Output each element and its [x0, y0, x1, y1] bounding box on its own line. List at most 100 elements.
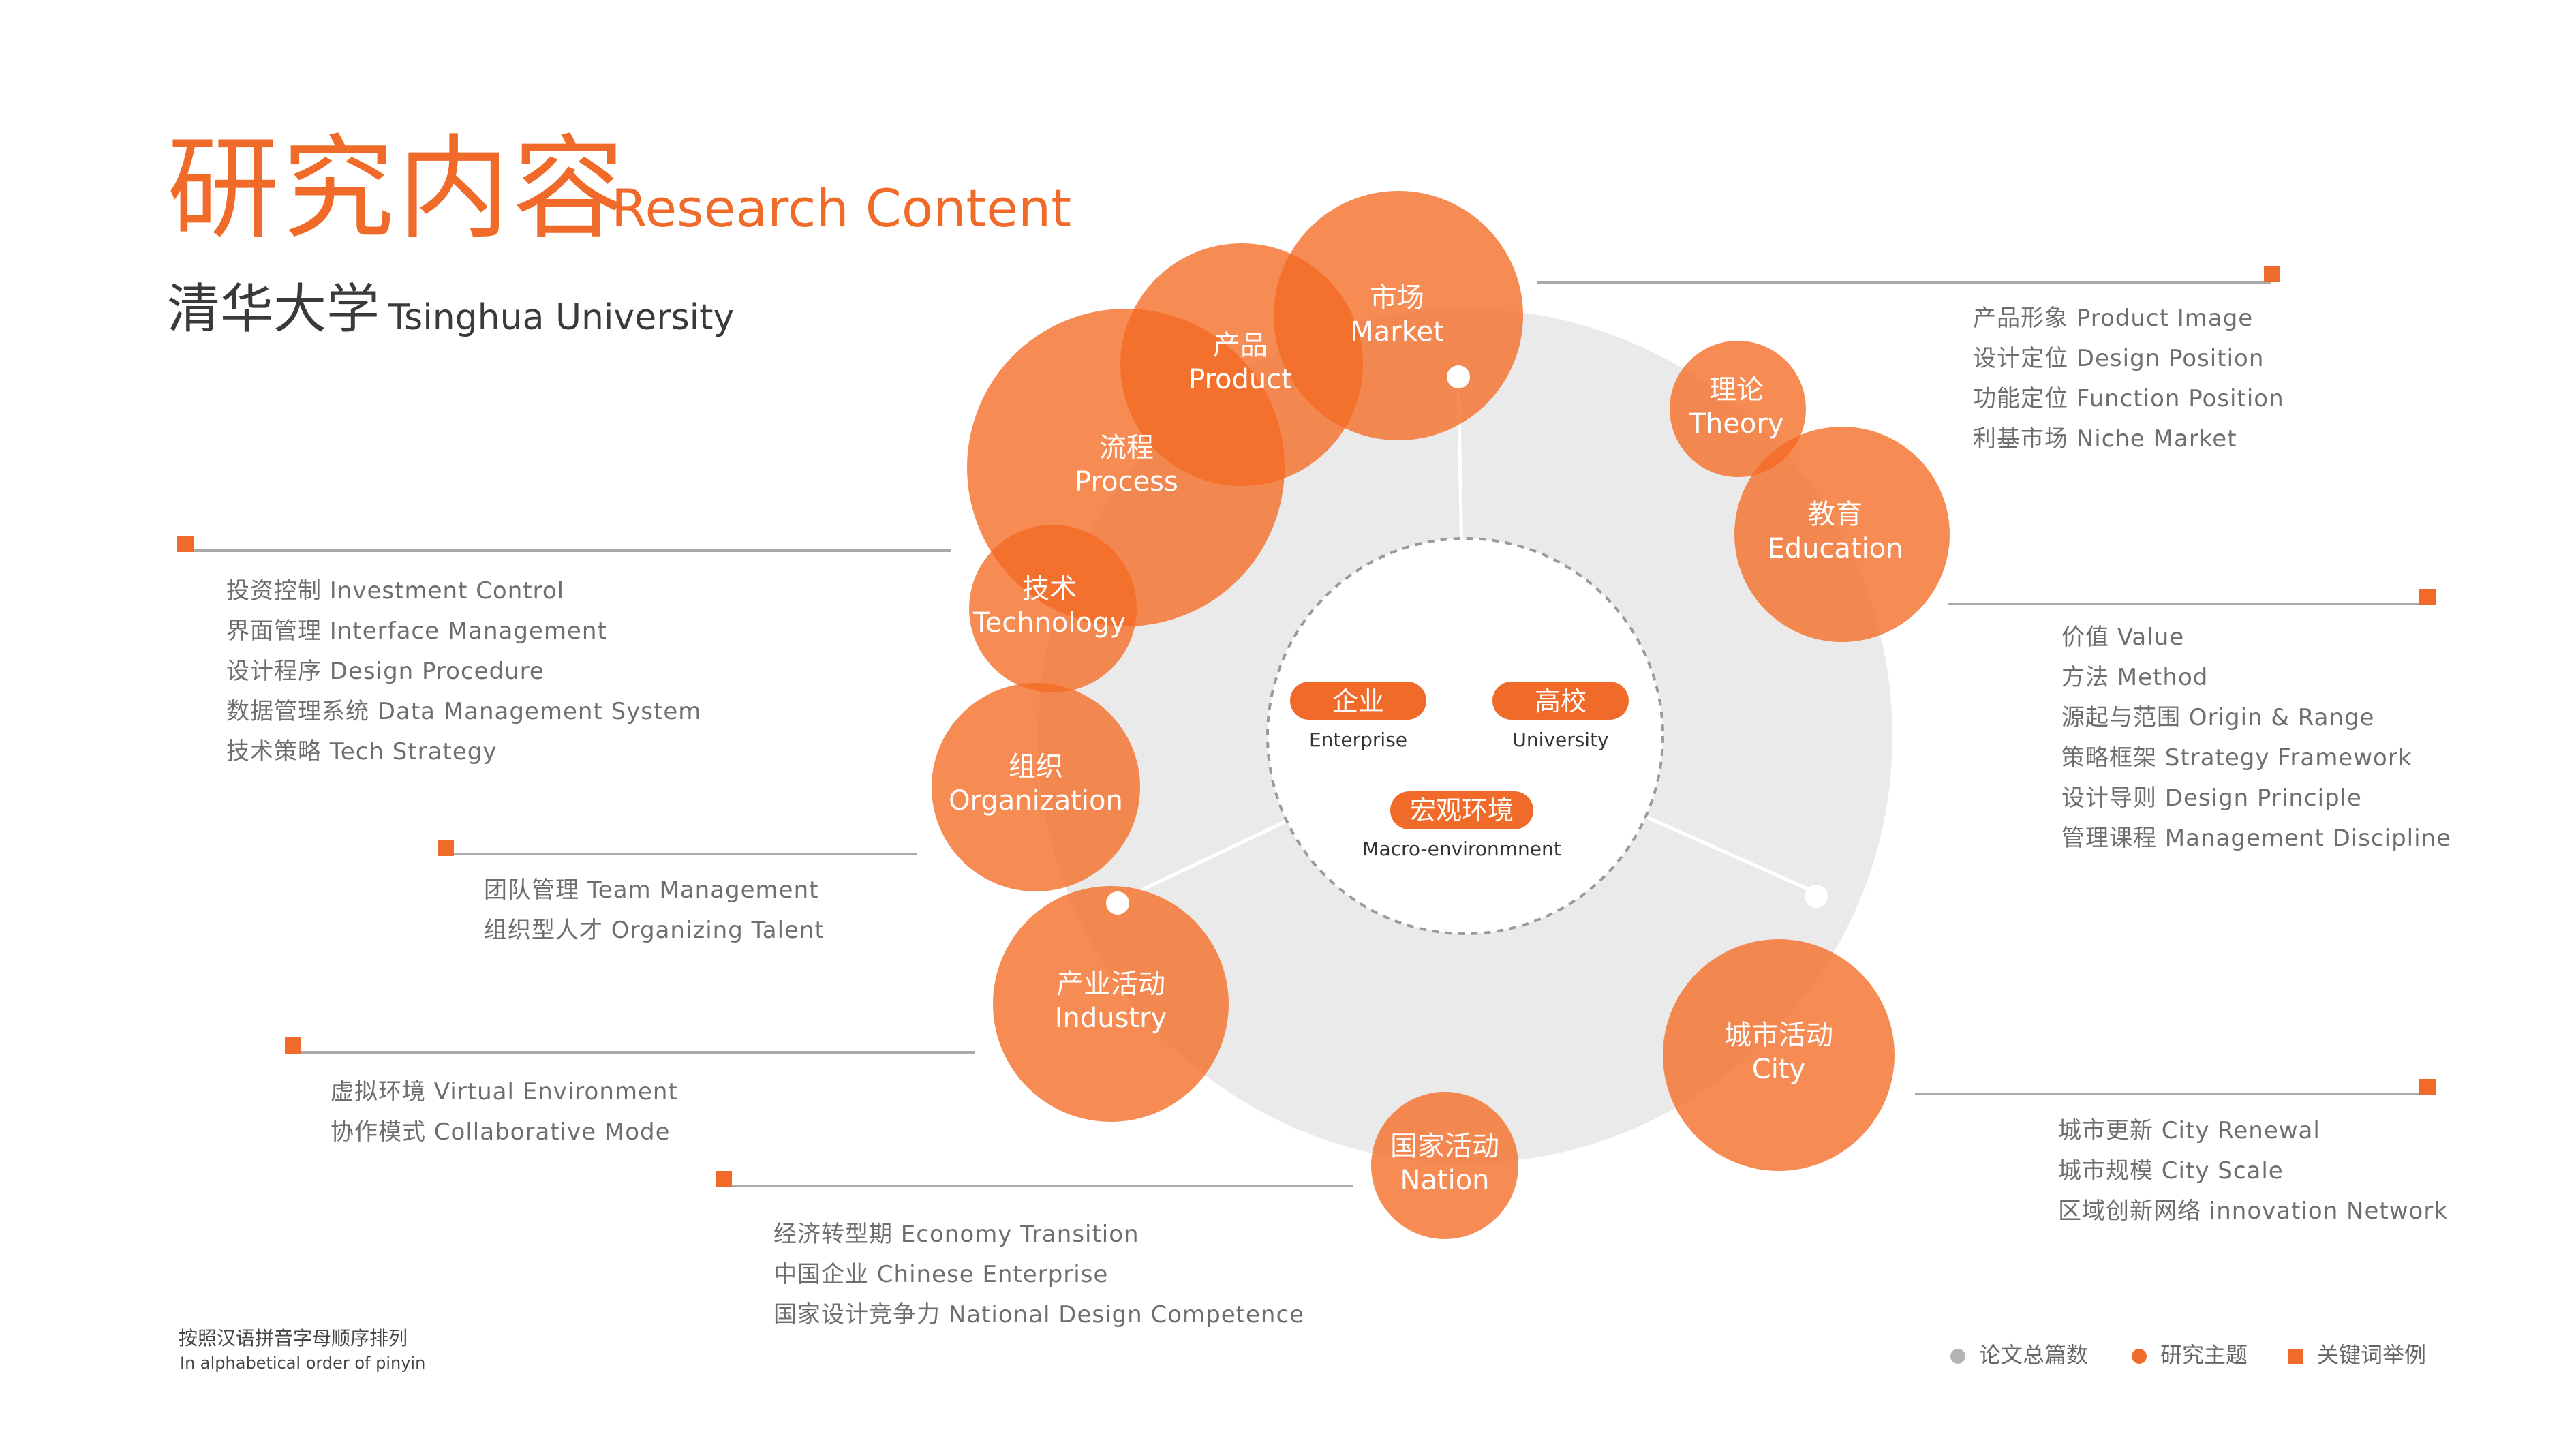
- sort-note-chinese: 按照汉语拼音字母顺序排列: [179, 1327, 408, 1349]
- bubble-label-cn: 城市活动: [1724, 1020, 1833, 1051]
- bubble-label-en: Industry: [1055, 1003, 1167, 1034]
- bubble-label-en: Theory: [1689, 408, 1784, 440]
- keyword-item: 区域创新网络 innovation Network: [2058, 1198, 2449, 1225]
- pill-university: [1492, 682, 1629, 720]
- gray-dot-icon: [1950, 1349, 1965, 1364]
- node-top: [1447, 365, 1470, 388]
- bubble-labels: 市场 Market 产品 Product 流程 Process 技术 Techn…: [949, 282, 1903, 1196]
- node-right: [1805, 885, 1828, 908]
- bubble-industry: [993, 886, 1229, 1122]
- keyword-item: 经济转型期 Economy Transition: [773, 1221, 1139, 1248]
- legend-label: 关键词举例: [2317, 1342, 2427, 1368]
- orange-dot-icon: [2132, 1349, 2147, 1364]
- keyword-item: 价值 Value: [2061, 624, 2185, 651]
- keyword-item: 城市规模 City Scale: [2058, 1157, 2284, 1185]
- pill-enterprise-cn: 企业: [1332, 686, 1384, 716]
- legend-item-keyword-example: 关键词举例: [2288, 1341, 2426, 1369]
- keyword-item: 策略框架 Strategy Framework: [2061, 744, 2412, 772]
- square-nation: [716, 1171, 732, 1187]
- legend-label: 论文总篇数: [1979, 1342, 2089, 1368]
- bubble-label-en: Nation: [1400, 1165, 1489, 1196]
- keyword-item: 设计程序 Design Procedure: [226, 658, 545, 685]
- bubble-label-cn: 组织: [1009, 751, 1063, 782]
- pill-enterprise: [1290, 682, 1426, 720]
- pill-university-cn: 高校: [1535, 686, 1586, 716]
- bubble-label-cn: 产业活动: [1056, 968, 1165, 1000]
- square-industry: [285, 1037, 301, 1054]
- bubble-technology: [969, 525, 1137, 692]
- keyword-item: 中国企业 Chinese Enterprise: [773, 1261, 1109, 1288]
- keyword-item: 设计导则 Design Principle: [2061, 784, 2362, 812]
- bubble-label-cn: 理论: [1709, 374, 1764, 406]
- bubble-theory: [1670, 341, 1806, 477]
- connector-end-squares: [177, 266, 2436, 1187]
- bubble-label-cn: 国家活动: [1390, 1131, 1499, 1162]
- node-left: [1106, 891, 1129, 915]
- square-market: [2264, 266, 2280, 282]
- keyword-item: 数据管理系统 Data Management System: [226, 698, 702, 725]
- inner-circle: [1266, 537, 1664, 935]
- bubble-label-en: Technology: [972, 607, 1126, 639]
- connector-lines: [185, 281, 2426, 1187]
- title-english: Research Content: [611, 178, 1072, 239]
- bubble-nation: [1371, 1092, 1518, 1239]
- keywords-market-product: 产品形象 Product Image 设计定位 Design Position …: [1973, 299, 2284, 459]
- keyword-item: 技术策略 Tech Strategy: [226, 738, 497, 765]
- square-education: [2419, 589, 2436, 605]
- keywords-nation: 经济转型期 Economy Transition 中国企业 Chinese En…: [773, 1215, 1304, 1335]
- subtitle-chinese: 清华大学: [167, 279, 380, 340]
- pill-macro-cn: 宏观环境: [1410, 795, 1514, 825]
- pill-enterprise-en: Enterprise: [1309, 729, 1407, 751]
- sort-note-english: In alphabetical order of pinyin: [180, 1354, 426, 1373]
- bubble-label-cn: 流程: [1099, 432, 1154, 463]
- bubble-label-en: City: [1752, 1054, 1805, 1085]
- bubble-label-cn: 技术: [1022, 573, 1077, 605]
- bubble-label-en: Product: [1189, 364, 1292, 395]
- bubble-label-en: Market: [1350, 316, 1444, 348]
- keywords-education-theory: 价值 Value 方法 Method 源起与范围 Origin & Range …: [2061, 617, 2451, 859]
- pill-macro-en: Macro-environmnent: [1362, 838, 1561, 860]
- bubble-market: [1274, 191, 1523, 440]
- legend-label: 研究主题: [2160, 1342, 2248, 1368]
- keywords-city: 城市更新 City Renewal 城市规模 City Scale 区域创新网络…: [2058, 1111, 2448, 1232]
- bubble-label-cn: 产品: [1213, 330, 1268, 361]
- keyword-item: 城市更新 City Renewal: [2058, 1117, 2320, 1144]
- keyword-item: 源起与范围 Origin & Range: [2061, 704, 2375, 731]
- keyword-item: 产品形象 Product Image: [1973, 305, 2254, 332]
- legend-item-paper-count: 论文总篇数: [1950, 1341, 2088, 1369]
- keyword-item: 界面管理 Interface Management: [226, 617, 607, 645]
- keyword-item: 设计定位 Design Position: [1973, 345, 2265, 372]
- keywords-industry: 虚拟环境 Virtual Environment 协作模式 Collaborat…: [331, 1072, 678, 1153]
- keywords-process-technology: 投资控制 Investment Control 界面管理 Interface M…: [226, 571, 701, 772]
- bubble-education: [1734, 427, 1950, 642]
- legend-item-research-topic: 研究主题: [2132, 1341, 2248, 1369]
- square-city: [2419, 1079, 2436, 1095]
- orange-square-icon: [2288, 1349, 2303, 1364]
- keyword-item: 虚拟环境 Virtual Environment: [331, 1078, 678, 1105]
- keyword-item: 管理课程 Management Discipline: [2061, 825, 2452, 852]
- bubble-label-en: Process: [1075, 466, 1178, 498]
- bubble-label-cn: 市场: [1370, 282, 1424, 314]
- square-process: [177, 536, 194, 552]
- keyword-item: 组织型人才 Organizing Talent: [484, 917, 825, 944]
- keyword-item: 协作模式 Collaborative Mode: [331, 1118, 671, 1146]
- subtitle-english: Tsinghua University: [388, 297, 735, 338]
- bubble-city: [1663, 939, 1895, 1171]
- keyword-item: 国家设计竞争力 National Design Competence: [773, 1301, 1305, 1328]
- keyword-item: 方法 Method: [2061, 664, 2209, 691]
- keyword-item: 投资控制 Investment Control: [226, 577, 565, 605]
- keyword-item: 团队管理 Team Management: [484, 876, 819, 904]
- bubble-label-en: Education: [1767, 533, 1903, 564]
- keyword-item: 利基市场 Niche Market: [1973, 425, 2237, 453]
- bubble-organization: [932, 683, 1140, 891]
- bubble-label-en: Organization: [949, 785, 1123, 817]
- pill-university-en: University: [1512, 729, 1608, 751]
- topic-bubbles: [932, 191, 1950, 1239]
- bubble-label-cn: 教育: [1808, 499, 1862, 530]
- center-group: 企业 Enterprise 高校 University 宏观环境 Macro-e…: [1290, 682, 1629, 860]
- pill-macro: [1390, 791, 1533, 829]
- title-chinese: 研究内容: [167, 123, 628, 254]
- keyword-item: 功能定位 Function Position: [1973, 385, 2284, 412]
